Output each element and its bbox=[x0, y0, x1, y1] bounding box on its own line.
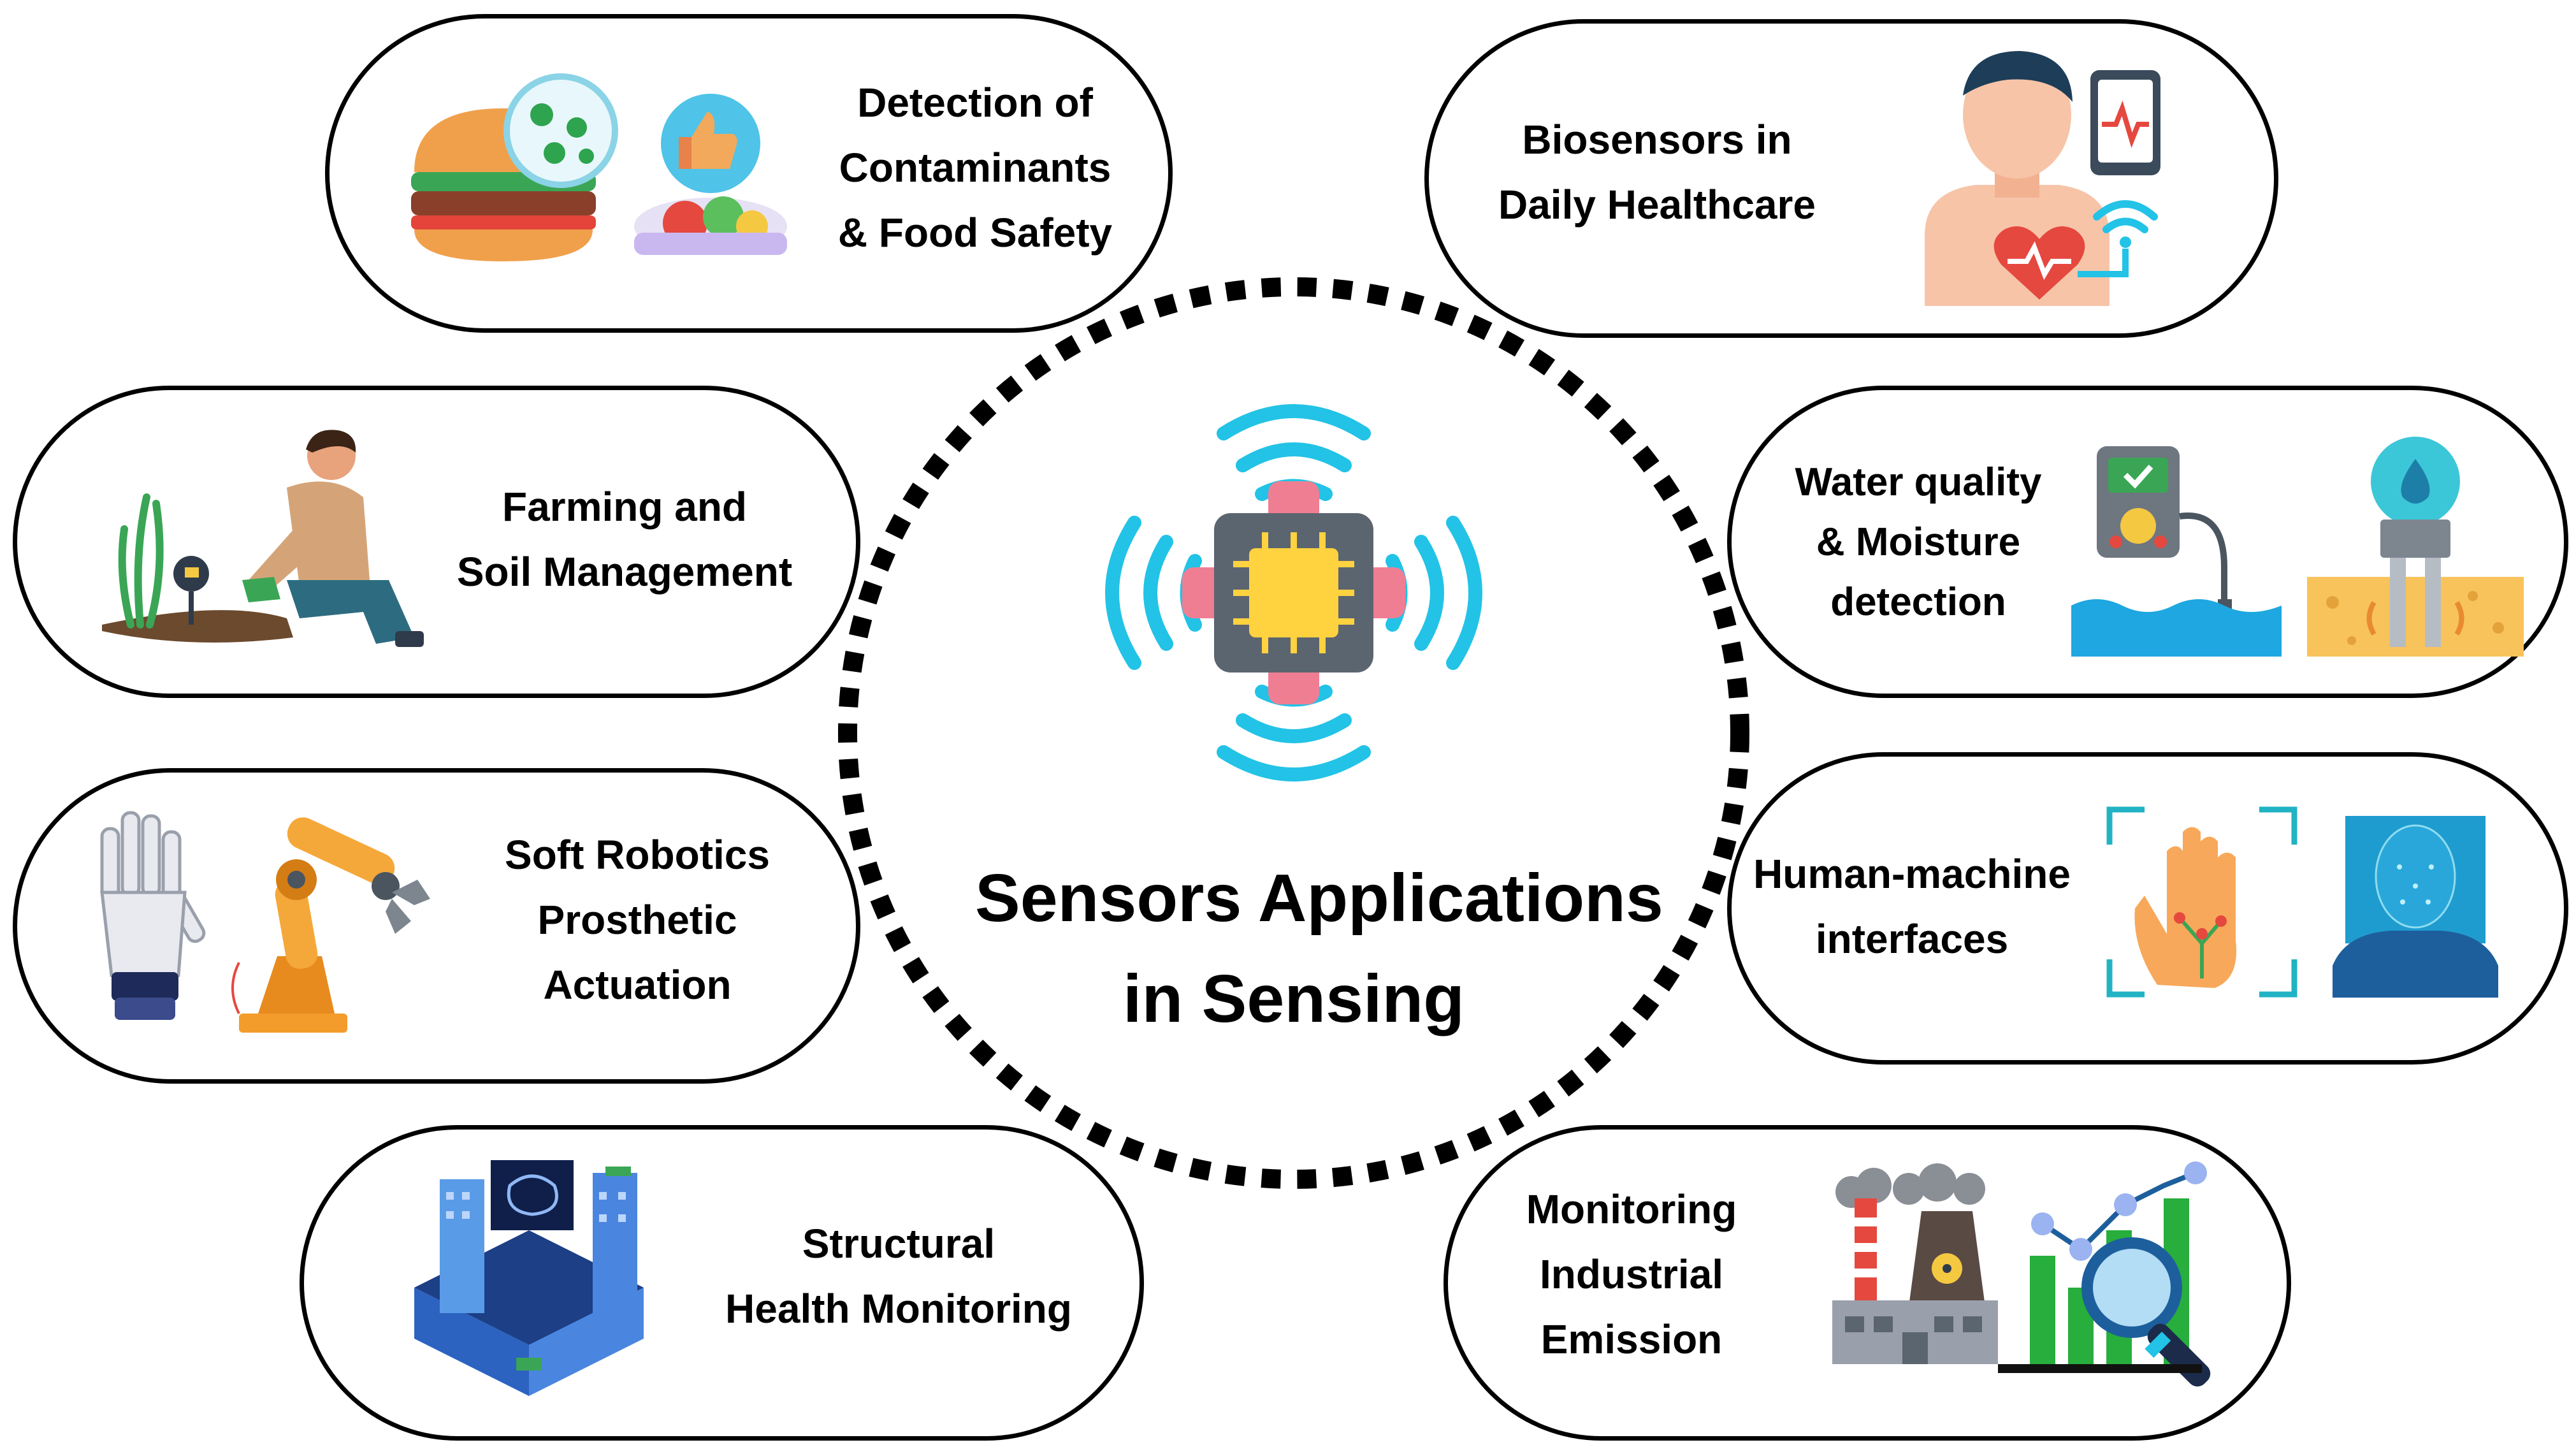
label-water: Water quality & Moisture detection bbox=[1778, 453, 2059, 632]
food-approved-icon bbox=[634, 94, 787, 255]
robot-arm-icon bbox=[231, 817, 430, 1033]
label-robotics: Soft Robotics Prosthetic Actuation bbox=[478, 822, 797, 1017]
label-line: Industrial bbox=[1539, 1251, 1724, 1297]
center-title-line2: in Sensing bbox=[1123, 961, 1465, 1036]
label-line: Biosensors in bbox=[1522, 117, 1792, 163]
label-line: Monitoring bbox=[1526, 1186, 1737, 1232]
label-line: Soil Management bbox=[456, 549, 793, 595]
label-line: & Moisture bbox=[1816, 520, 2021, 564]
label-line: Detection of bbox=[857, 80, 1093, 126]
card-farming bbox=[13, 386, 860, 698]
factory-emission-icon bbox=[1832, 1163, 1998, 1364]
label-healthcare: Biosensors in Daily Healthcare bbox=[1485, 107, 1829, 237]
label-line: Farming and bbox=[502, 484, 748, 530]
label-line: Daily Healthcare bbox=[1498, 182, 1816, 228]
hand-scan-icon bbox=[2106, 806, 2297, 998]
label-food-safety: Detection of Contaminants & Food Safety bbox=[809, 70, 1141, 265]
label-line: Prosthetic bbox=[537, 897, 737, 943]
center-title-line1: Sensors Applications bbox=[975, 861, 1663, 936]
label-line: & Food Safety bbox=[837, 210, 1113, 256]
face-scan-icon bbox=[2333, 808, 2498, 998]
farmer-soil-sensor-icon bbox=[102, 430, 424, 647]
soil-moisture-probe-icon bbox=[2307, 437, 2524, 657]
label-structural: Structural Health Monitoring bbox=[707, 1211, 1090, 1341]
label-hmi: Human-machine interfaces bbox=[1746, 841, 2078, 971]
label-line: Contaminants bbox=[839, 145, 1111, 191]
smart-city-building-icon bbox=[414, 1160, 644, 1396]
label-line: Actuation bbox=[543, 962, 732, 1008]
patient-heart-monitor-icon bbox=[1925, 51, 2160, 306]
label-line: detection bbox=[1830, 580, 2006, 624]
burger-bacteria-icon bbox=[411, 73, 618, 261]
center-title: Sensors Applications in Sensing bbox=[975, 848, 1663, 1049]
water-meter-icon bbox=[2071, 446, 2282, 657]
label-emission: Monitoring Industrial Emission bbox=[1485, 1177, 1778, 1372]
label-line: Structural bbox=[802, 1221, 995, 1267]
label-line: interfaces bbox=[1815, 916, 2009, 962]
label-line: Emission bbox=[1540, 1316, 1723, 1362]
label-line: Soft Robotics bbox=[505, 832, 770, 878]
label-line: Water quality bbox=[1795, 460, 2042, 504]
chart-magnifier-icon bbox=[1998, 1161, 2211, 1387]
label-line: Health Monitoring bbox=[725, 1286, 1072, 1332]
label-line: Human-machine bbox=[1753, 851, 2071, 897]
label-farming: Farming and Soil Management bbox=[446, 474, 803, 604]
sensor-chip-wireless-icon bbox=[1105, 404, 1482, 782]
robotic-hand-icon bbox=[100, 811, 206, 1020]
